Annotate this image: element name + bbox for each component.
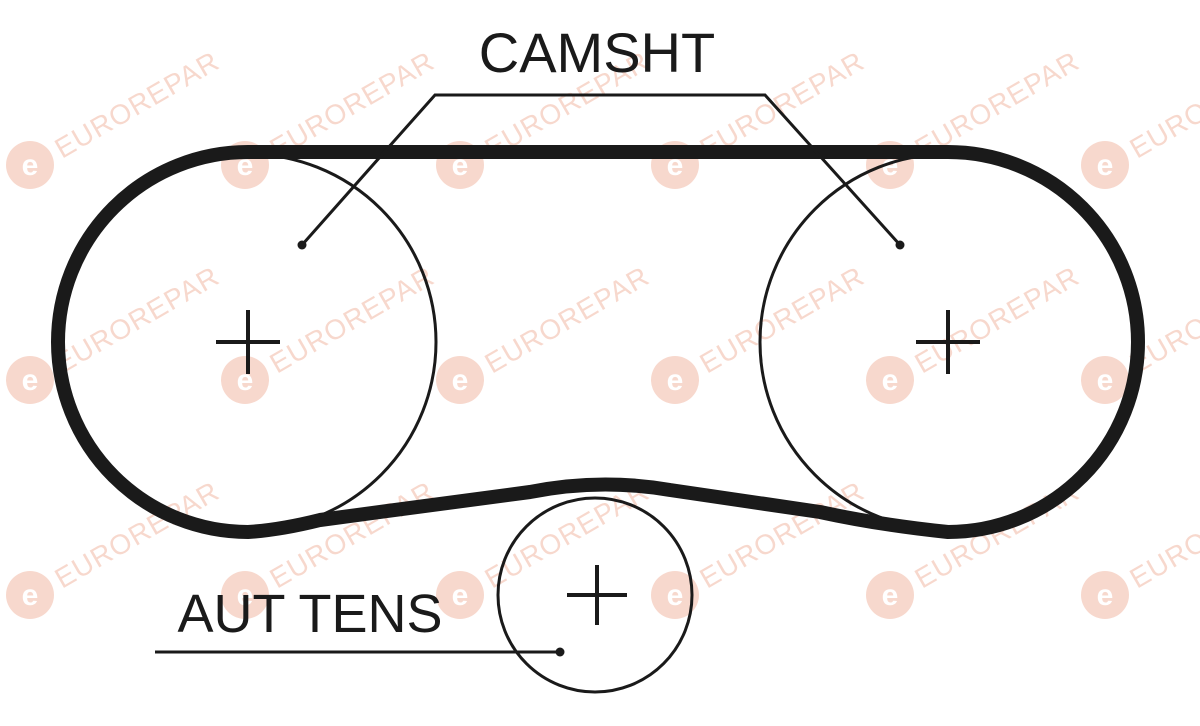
watermark-badge: [221, 571, 269, 619]
center-cross-tensioner: [567, 565, 627, 625]
watermark-glyph: e: [22, 149, 39, 182]
watermark-glyph: e: [22, 364, 39, 397]
watermark-glyph: e: [882, 579, 899, 612]
camshaft-leader: [297, 93, 905, 250]
watermark-text: EUROREPAR: [910, 260, 1085, 379]
watermark-badge: [651, 356, 699, 404]
watermark-badge: [221, 356, 269, 404]
watermark-badge: [1081, 141, 1129, 189]
watermark-logo: e EUROREPAR: [866, 260, 1085, 404]
timing-belt: [51, 145, 1145, 539]
leader-dot-left: [297, 240, 307, 250]
center-cross-left: [216, 310, 280, 374]
watermark-text: EUROREPAR: [480, 260, 655, 379]
watermark-text: EUROREPAR: [265, 260, 440, 379]
watermark-glyph: e: [1097, 579, 1114, 612]
watermark-badge: [1081, 571, 1129, 619]
watermark-badge: [436, 356, 484, 404]
watermark-glyph: e: [452, 364, 469, 397]
watermark-glyph: e: [452, 579, 469, 612]
watermark-logo: e EUROREPAR: [436, 260, 655, 404]
watermark-logo: e EUROREPAR: [221, 260, 440, 404]
camshaft-label: CAMSHT: [479, 21, 715, 84]
watermark-layer: eEUROREPAReEUROREPAReEUROREPAReEUROREPAR…: [6, 45, 1200, 619]
watermark-glyph: e: [1097, 149, 1114, 182]
watermark-badge: [866, 571, 914, 619]
watermark-badge: [866, 356, 914, 404]
watermark-badge: [6, 141, 54, 189]
leader-dot-tensioner: [555, 647, 565, 657]
watermark-text: EUROREPAR: [265, 475, 440, 594]
center-cross-right: [916, 310, 980, 374]
watermark-text: EUROREPAR: [1125, 45, 1200, 164]
watermark-badge: [6, 571, 54, 619]
watermark-glyph: e: [1097, 364, 1114, 397]
tensioner-label: AUT TENS: [177, 584, 442, 644]
tensioner-pulley: [496, 496, 694, 694]
watermark-logo: e EUROREPAR: [1081, 45, 1200, 189]
watermark-glyph: e: [667, 364, 684, 397]
watermark-badge: [651, 571, 699, 619]
watermark-badge: [1081, 356, 1129, 404]
watermark-badge: [6, 356, 54, 404]
tensioner-leader: [155, 647, 565, 657]
leader-dot-right: [895, 240, 905, 250]
watermark-text: EUROREPAR: [1125, 475, 1200, 594]
watermark-glyph: e: [237, 364, 254, 397]
watermark-glyph: e: [667, 579, 684, 612]
watermark-glyph: e: [237, 579, 254, 612]
watermark-glyph: e: [882, 364, 899, 397]
watermark-text: EUROREPAR: [695, 260, 870, 379]
watermark-text: EUROREPAR: [50, 45, 225, 164]
watermark-glyph: e: [22, 579, 39, 612]
watermark-logo: e EUROREPAR: [1081, 475, 1200, 619]
watermark-badge: [436, 571, 484, 619]
